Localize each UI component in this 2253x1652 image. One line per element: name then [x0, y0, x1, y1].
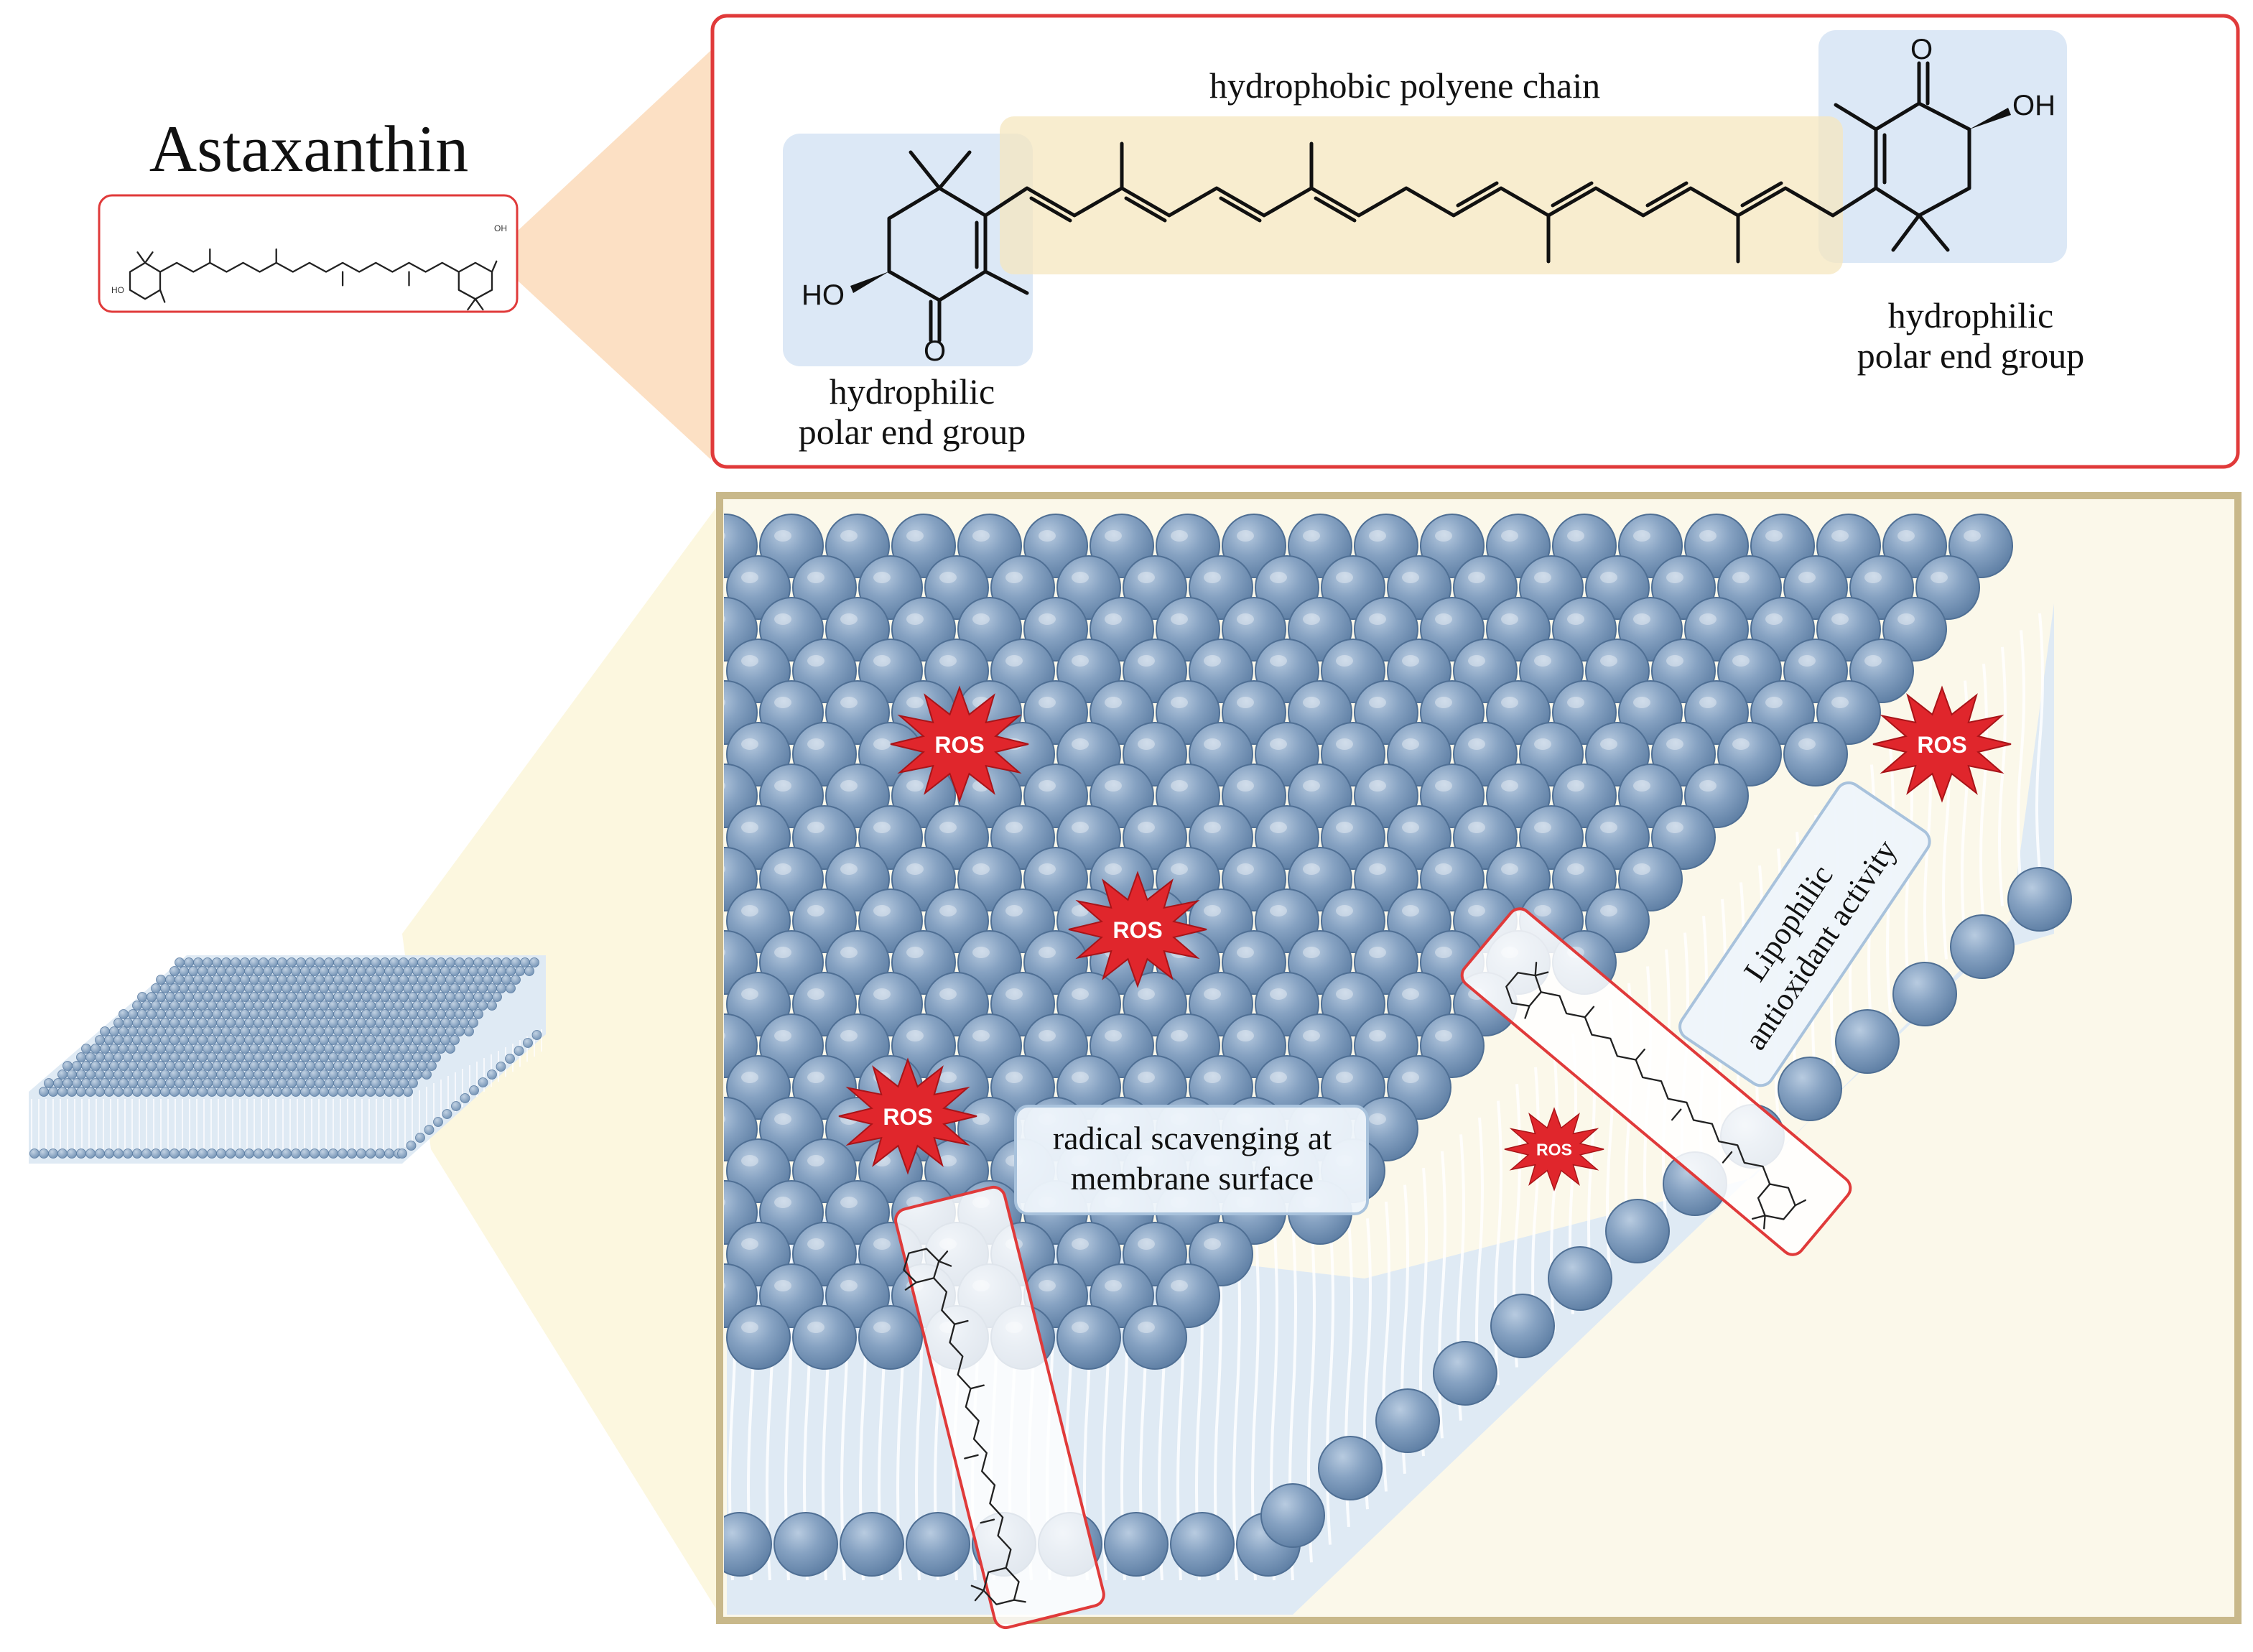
membrane-thumbnail: [29, 955, 546, 1164]
label-right-end-1: hydrophilic: [1888, 295, 2054, 335]
left-polar-highlight: [783, 134, 1033, 366]
svg-text:ROS: ROS: [1917, 732, 1966, 758]
svg-text:radical scavenging at: radical scavenging at: [1053, 1120, 1332, 1156]
ros-burst: ROS: [1068, 871, 1207, 988]
page-title: Astaxanthin: [149, 112, 469, 185]
label-polyene-chain: hydrophobic polyene chain: [1209, 65, 1600, 106]
ros-burst: ROS: [1504, 1107, 1604, 1192]
svg-text:ROS: ROS: [1112, 917, 1162, 943]
atom-oh: OH: [2012, 90, 2055, 121]
membrane-panel: ROS ROS ROS ROS ROS: [716, 492, 2242, 1630]
astaxanthin-diagonal: [1460, 907, 1852, 1256]
label-left-end-1: hydrophilic: [830, 371, 995, 412]
zoom-wedge-membrane: [402, 503, 720, 1615]
surface-scavenging-label: radical scavenging at membrane surface: [1014, 1105, 1369, 1215]
ros-burst: ROS: [1872, 685, 2012, 803]
astaxanthin-vertical: [888, 1185, 1105, 1630]
atom-o-right: O: [1910, 34, 1933, 65]
structure-panel: HO O O OH hydrophobic polyene chain hydr…: [710, 14, 2240, 469]
label-right-end-2: polar end group: [1857, 335, 2085, 376]
ros-burst: ROS: [838, 1057, 977, 1175]
atom-ho: HO: [802, 279, 845, 311]
svg-text:ROS: ROS: [883, 1104, 932, 1130]
structure-thumbnail: HO OH: [98, 194, 519, 313]
ros-burst: ROS: [890, 685, 1029, 803]
svg-text:ROS: ROS: [1536, 1141, 1572, 1159]
svg-text:HO: HO: [111, 285, 124, 295]
atom-o-left: O: [924, 335, 946, 367]
svg-text:ROS: ROS: [934, 732, 984, 758]
svg-text:membrane surface: membrane surface: [1071, 1160, 1314, 1197]
label-left-end-2: polar end group: [799, 412, 1026, 452]
zoom-wedge-structure: [517, 50, 711, 460]
svg-text:OH: OH: [494, 223, 507, 233]
right-polar-highlight: [1818, 30, 2067, 263]
